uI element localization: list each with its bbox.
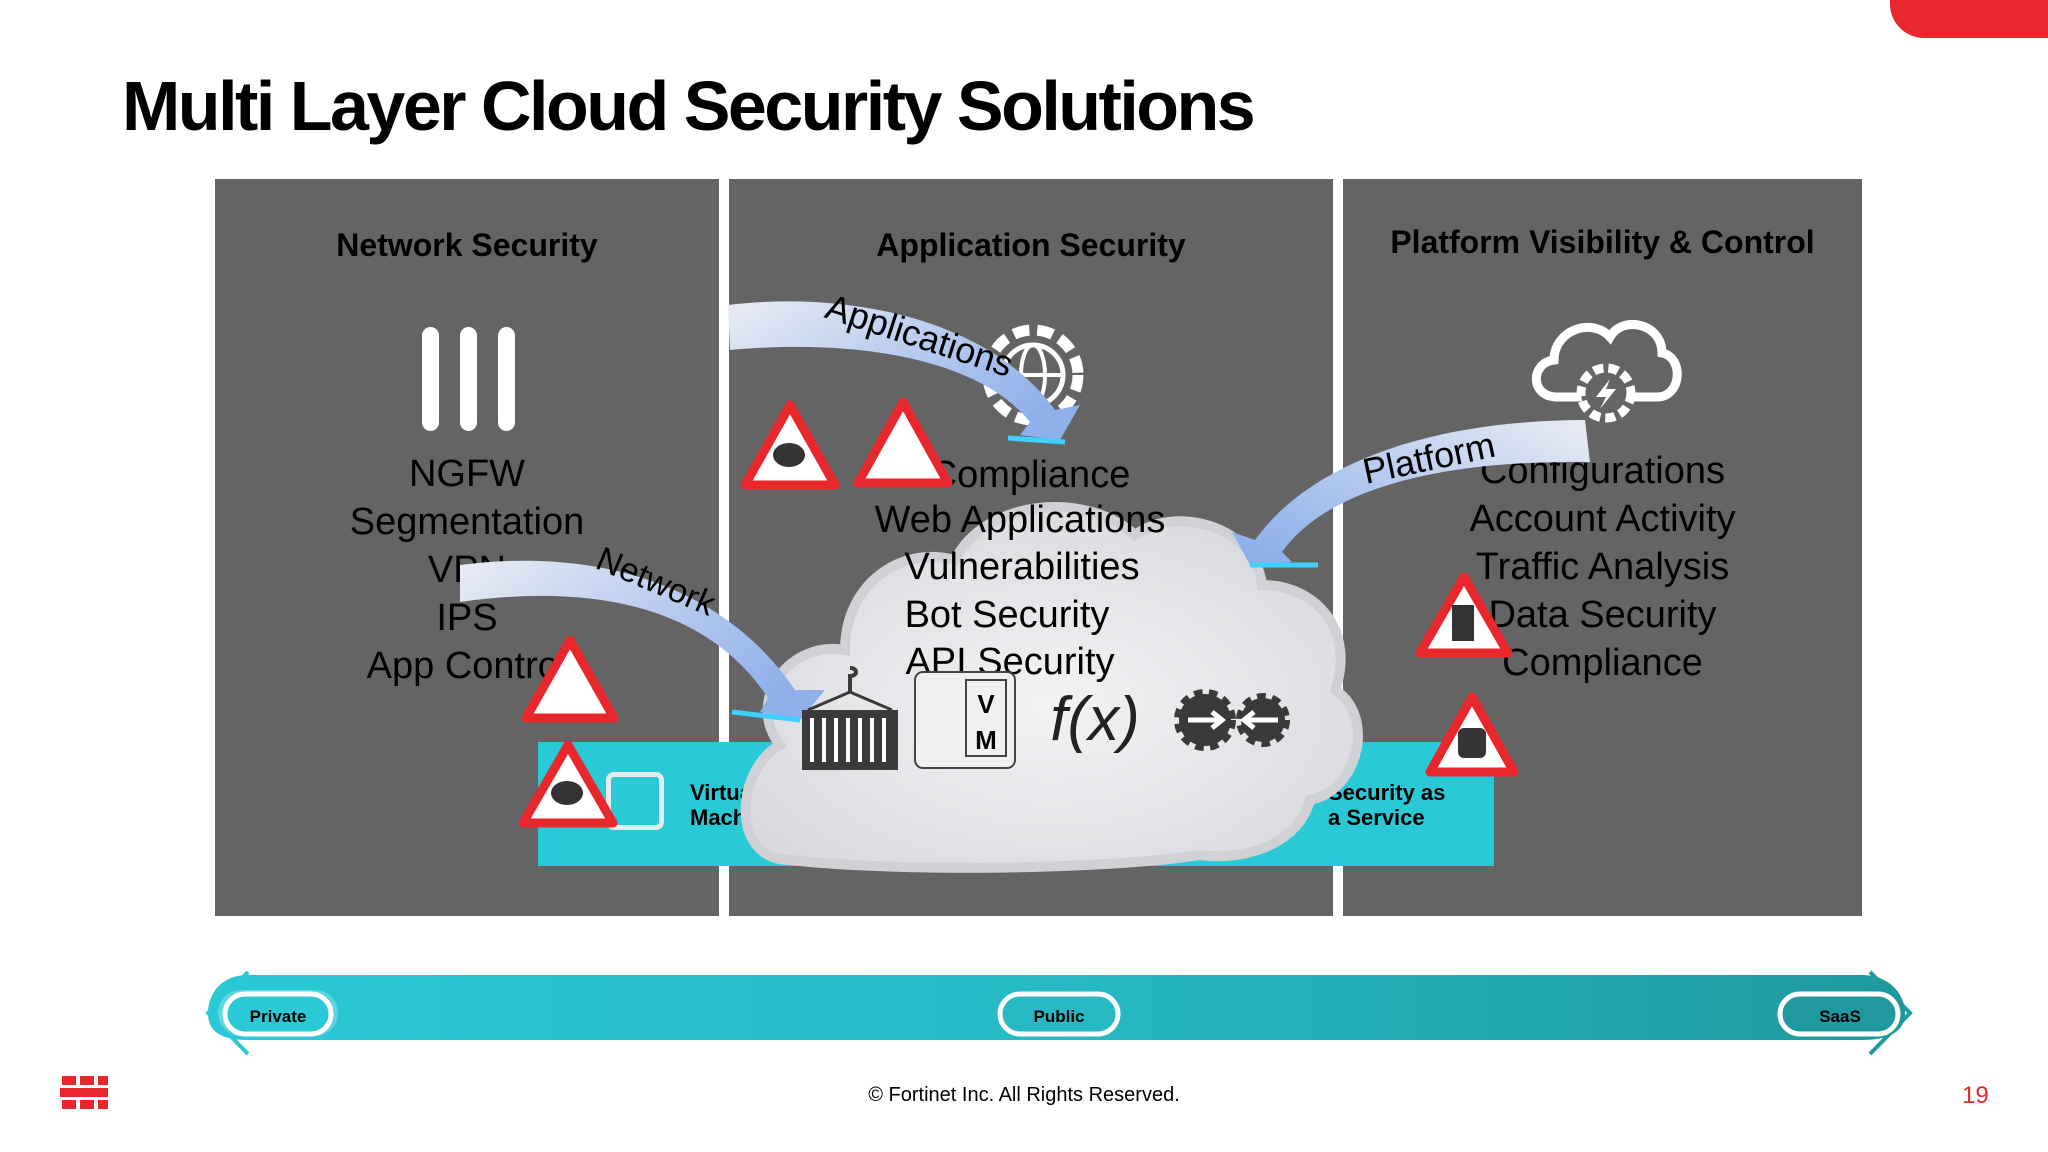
svg-text:V: V bbox=[977, 689, 995, 719]
feature-list: Configurations Account Activity Traffic … bbox=[1343, 447, 1862, 687]
panel-title: Platform Visibility & Control bbox=[1390, 224, 1815, 260]
feature-item: IPS bbox=[436, 597, 498, 639]
vm-square-icon bbox=[606, 772, 664, 830]
network-arrow: Network bbox=[460, 540, 825, 723]
feature-item: Web Applications bbox=[875, 499, 1166, 541]
feature-item: Traffic Analysis bbox=[1475, 546, 1730, 588]
feature-item: App Control bbox=[366, 645, 568, 687]
panel-title: Application Security bbox=[876, 227, 1186, 263]
page-number: 19 bbox=[1962, 1082, 1989, 1109]
container-icon bbox=[802, 666, 898, 770]
brand-tab bbox=[1890, 0, 2048, 38]
warning-bug-icon bbox=[518, 740, 618, 828]
scale-label-public: Public bbox=[1033, 1007, 1084, 1026]
feature-item: Bot Security bbox=[905, 594, 1110, 636]
warning-bug-icon bbox=[740, 400, 840, 490]
cloud-lightning-icon bbox=[1531, 320, 1682, 423]
feature-item: Compliance bbox=[1502, 642, 1703, 684]
svg-text:M: M bbox=[975, 725, 997, 755]
warning-icon bbox=[853, 397, 953, 488]
warning-robot-icon bbox=[1425, 692, 1519, 777]
warning-door-icon bbox=[1415, 572, 1513, 658]
serverless-gears-icon bbox=[1174, 689, 1290, 751]
panel-title: Network Security bbox=[336, 227, 598, 263]
feature-item: Account Activity bbox=[1469, 498, 1736, 540]
feature-item: Segmentation bbox=[349, 501, 585, 543]
firewall-icon bbox=[422, 327, 515, 431]
copyright-footer: © Fortinet Inc. All Rights Reserved. bbox=[868, 1084, 1180, 1106]
warning-icon bbox=[521, 635, 619, 723]
platform-arrow: Platform bbox=[1232, 420, 1590, 568]
virtual-machine-icon: V M bbox=[914, 671, 1016, 769]
arrow-label: Platform bbox=[1359, 424, 1499, 492]
page-title: Multi Layer Cloud Security Solutions bbox=[122, 67, 1256, 145]
fortinet-logo bbox=[60, 1076, 108, 1109]
feature-item: Vulnerabilities bbox=[904, 546, 1139, 588]
deployment-scale: Private Public SaaS bbox=[205, 970, 1913, 1056]
scale-label-private: Private bbox=[250, 1007, 307, 1026]
feature-item: Compliance bbox=[930, 454, 1131, 496]
scale-label-saas: SaaS bbox=[1819, 1007, 1861, 1026]
feature-item: Data Security bbox=[1488, 594, 1717, 636]
function-icon: f(x) bbox=[1050, 685, 1140, 754]
feature-item: NGFW bbox=[408, 453, 526, 495]
